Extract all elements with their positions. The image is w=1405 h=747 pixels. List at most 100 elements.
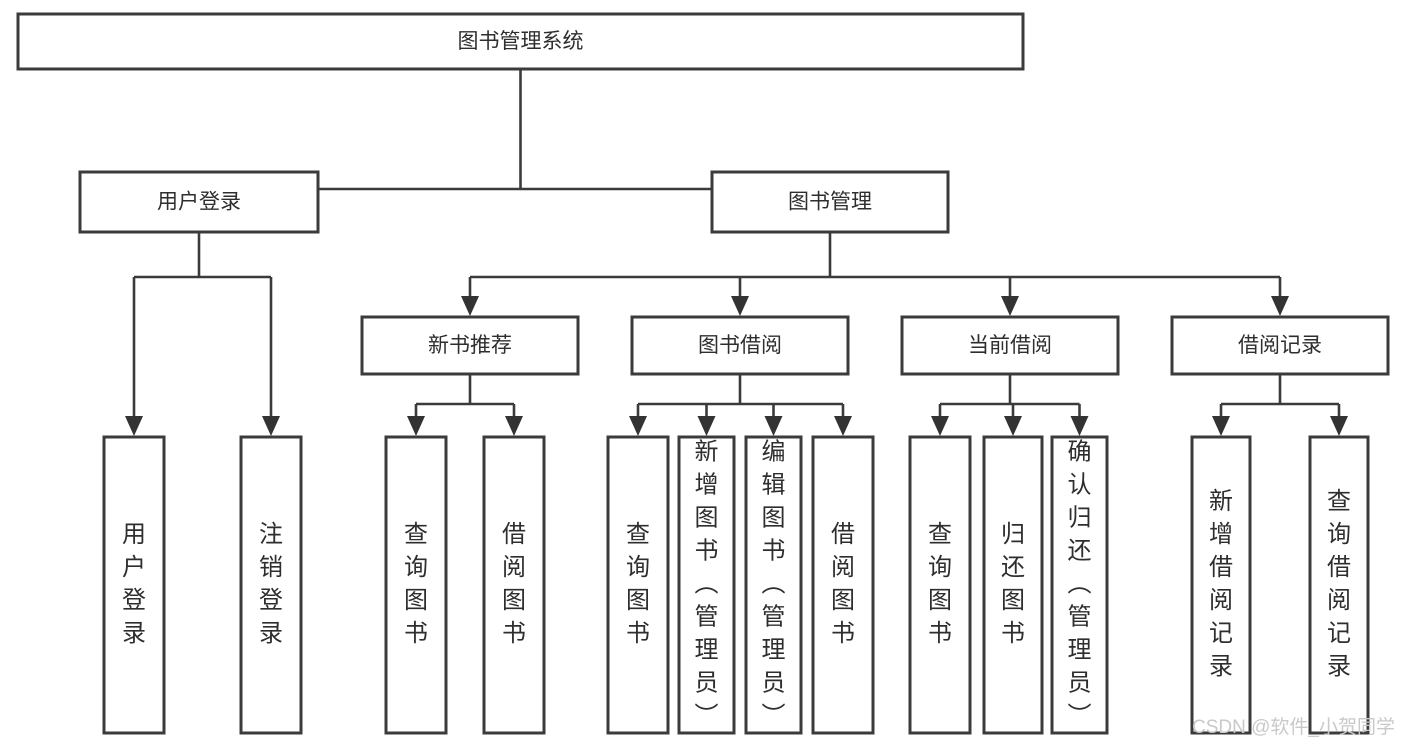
node-label-char: 理 (1068, 636, 1092, 663)
node-label-char: 图 (695, 504, 719, 531)
node-label-char: 录 (1327, 653, 1351, 680)
node-label: 新书推荐 (428, 334, 512, 357)
node-label-char: ︶ (762, 702, 786, 729)
node-label-char: 注 (259, 521, 283, 548)
node-label-char: 员 (1068, 669, 1092, 696)
node-box[interactable] (78, 170, 320, 234)
node-label-char: 借 (1209, 554, 1233, 581)
node-box[interactable] (710, 170, 950, 234)
arrow-head-icon (1001, 296, 1019, 316)
connector-layer (125, 69, 1348, 436)
arrow-head-icon (834, 416, 852, 436)
arrow-head-icon (629, 416, 647, 436)
node-user-login[interactable]: 用户登录 (78, 170, 320, 234)
arrow-head-icon (262, 416, 280, 436)
node-box[interactable] (1170, 315, 1390, 376)
node-label-char: 登 (259, 587, 283, 614)
node-label-char: 归 (1001, 521, 1025, 548)
node-label-char: 新 (695, 438, 719, 465)
node-label-char: 借 (1327, 554, 1351, 581)
node-borrow-record[interactable]: 借阅记录 (1170, 315, 1390, 376)
node-label-char: 用 (122, 521, 146, 548)
node-box[interactable] (360, 315, 580, 376)
node-box[interactable] (606, 435, 670, 735)
node-box[interactable] (630, 315, 850, 376)
node-box[interactable] (744, 435, 803, 735)
node-label: 用户登录 (122, 521, 146, 647)
node-box[interactable] (811, 435, 875, 735)
node-label-char: ︵ (695, 570, 719, 597)
node-label-char: 管 (1068, 603, 1092, 630)
node-box[interactable] (384, 435, 448, 735)
arrow-head-icon (125, 416, 143, 436)
node-label-char: 记 (1327, 620, 1351, 647)
node-label-char: 录 (1209, 653, 1233, 680)
arrow-head-icon (731, 296, 749, 316)
node-box[interactable] (1308, 435, 1370, 735)
node-current-borrow[interactable]: 当前借阅 (900, 315, 1120, 376)
node-label-char: 借 (502, 521, 526, 548)
node-label-char: 查 (1327, 488, 1351, 515)
node-label-char: 书 (831, 620, 855, 647)
node-label: 图书借阅 (698, 334, 782, 357)
node-box[interactable] (982, 435, 1044, 735)
node-label-char: 书 (404, 620, 428, 647)
node-book-manage[interactable]: 图书管理 (710, 170, 950, 234)
node-label-char: 借 (831, 521, 855, 548)
node-box[interactable] (677, 435, 736, 735)
node-label-char: 查 (404, 521, 428, 548)
node-root[interactable]: 图书管理系统 (16, 12, 1025, 71)
node-box[interactable] (482, 435, 546, 735)
watermark-label: CSDN @软件_小贺同学 (1192, 716, 1395, 738)
node-leaf-user-login[interactable]: 用户登录 (102, 435, 166, 735)
node-label-char: 阅 (502, 554, 526, 581)
node-label-char: 书 (928, 620, 952, 647)
arrow-head-icon (764, 416, 783, 436)
node-box[interactable] (900, 315, 1120, 376)
node-box[interactable] (16, 12, 1025, 71)
arrow-head-icon (461, 296, 479, 316)
node-label-char: 确 (1068, 438, 1092, 465)
node-label-char: 归 (1068, 504, 1092, 531)
node-book-borrow[interactable]: 图书借阅 (630, 315, 850, 376)
node-label: 用户登录 (157, 191, 241, 214)
node-label-char: 查 (928, 521, 952, 548)
node-label-char: 登 (122, 587, 146, 614)
arrow-head-icon (931, 416, 949, 436)
node-box[interactable] (239, 435, 303, 735)
node-label: 借阅记录 (1238, 334, 1322, 357)
node-label-char: 新 (1209, 488, 1233, 515)
node-label-char: 记 (1209, 620, 1233, 647)
node-label-char: 书 (1001, 620, 1025, 647)
arrow-head-icon (505, 416, 523, 436)
node-box[interactable] (102, 435, 166, 735)
node-label-char: 图 (404, 587, 428, 614)
node-label-char: 增 (695, 471, 719, 498)
node-label-char: 还 (1068, 537, 1092, 564)
node-label-char: 询 (928, 554, 952, 581)
node-box[interactable] (908, 435, 972, 735)
node-label-char: 图 (502, 587, 526, 614)
node-box[interactable] (1190, 435, 1252, 735)
node-box[interactable] (1050, 435, 1109, 735)
node-new-book-recommend[interactable]: 新书推荐 (360, 315, 580, 376)
